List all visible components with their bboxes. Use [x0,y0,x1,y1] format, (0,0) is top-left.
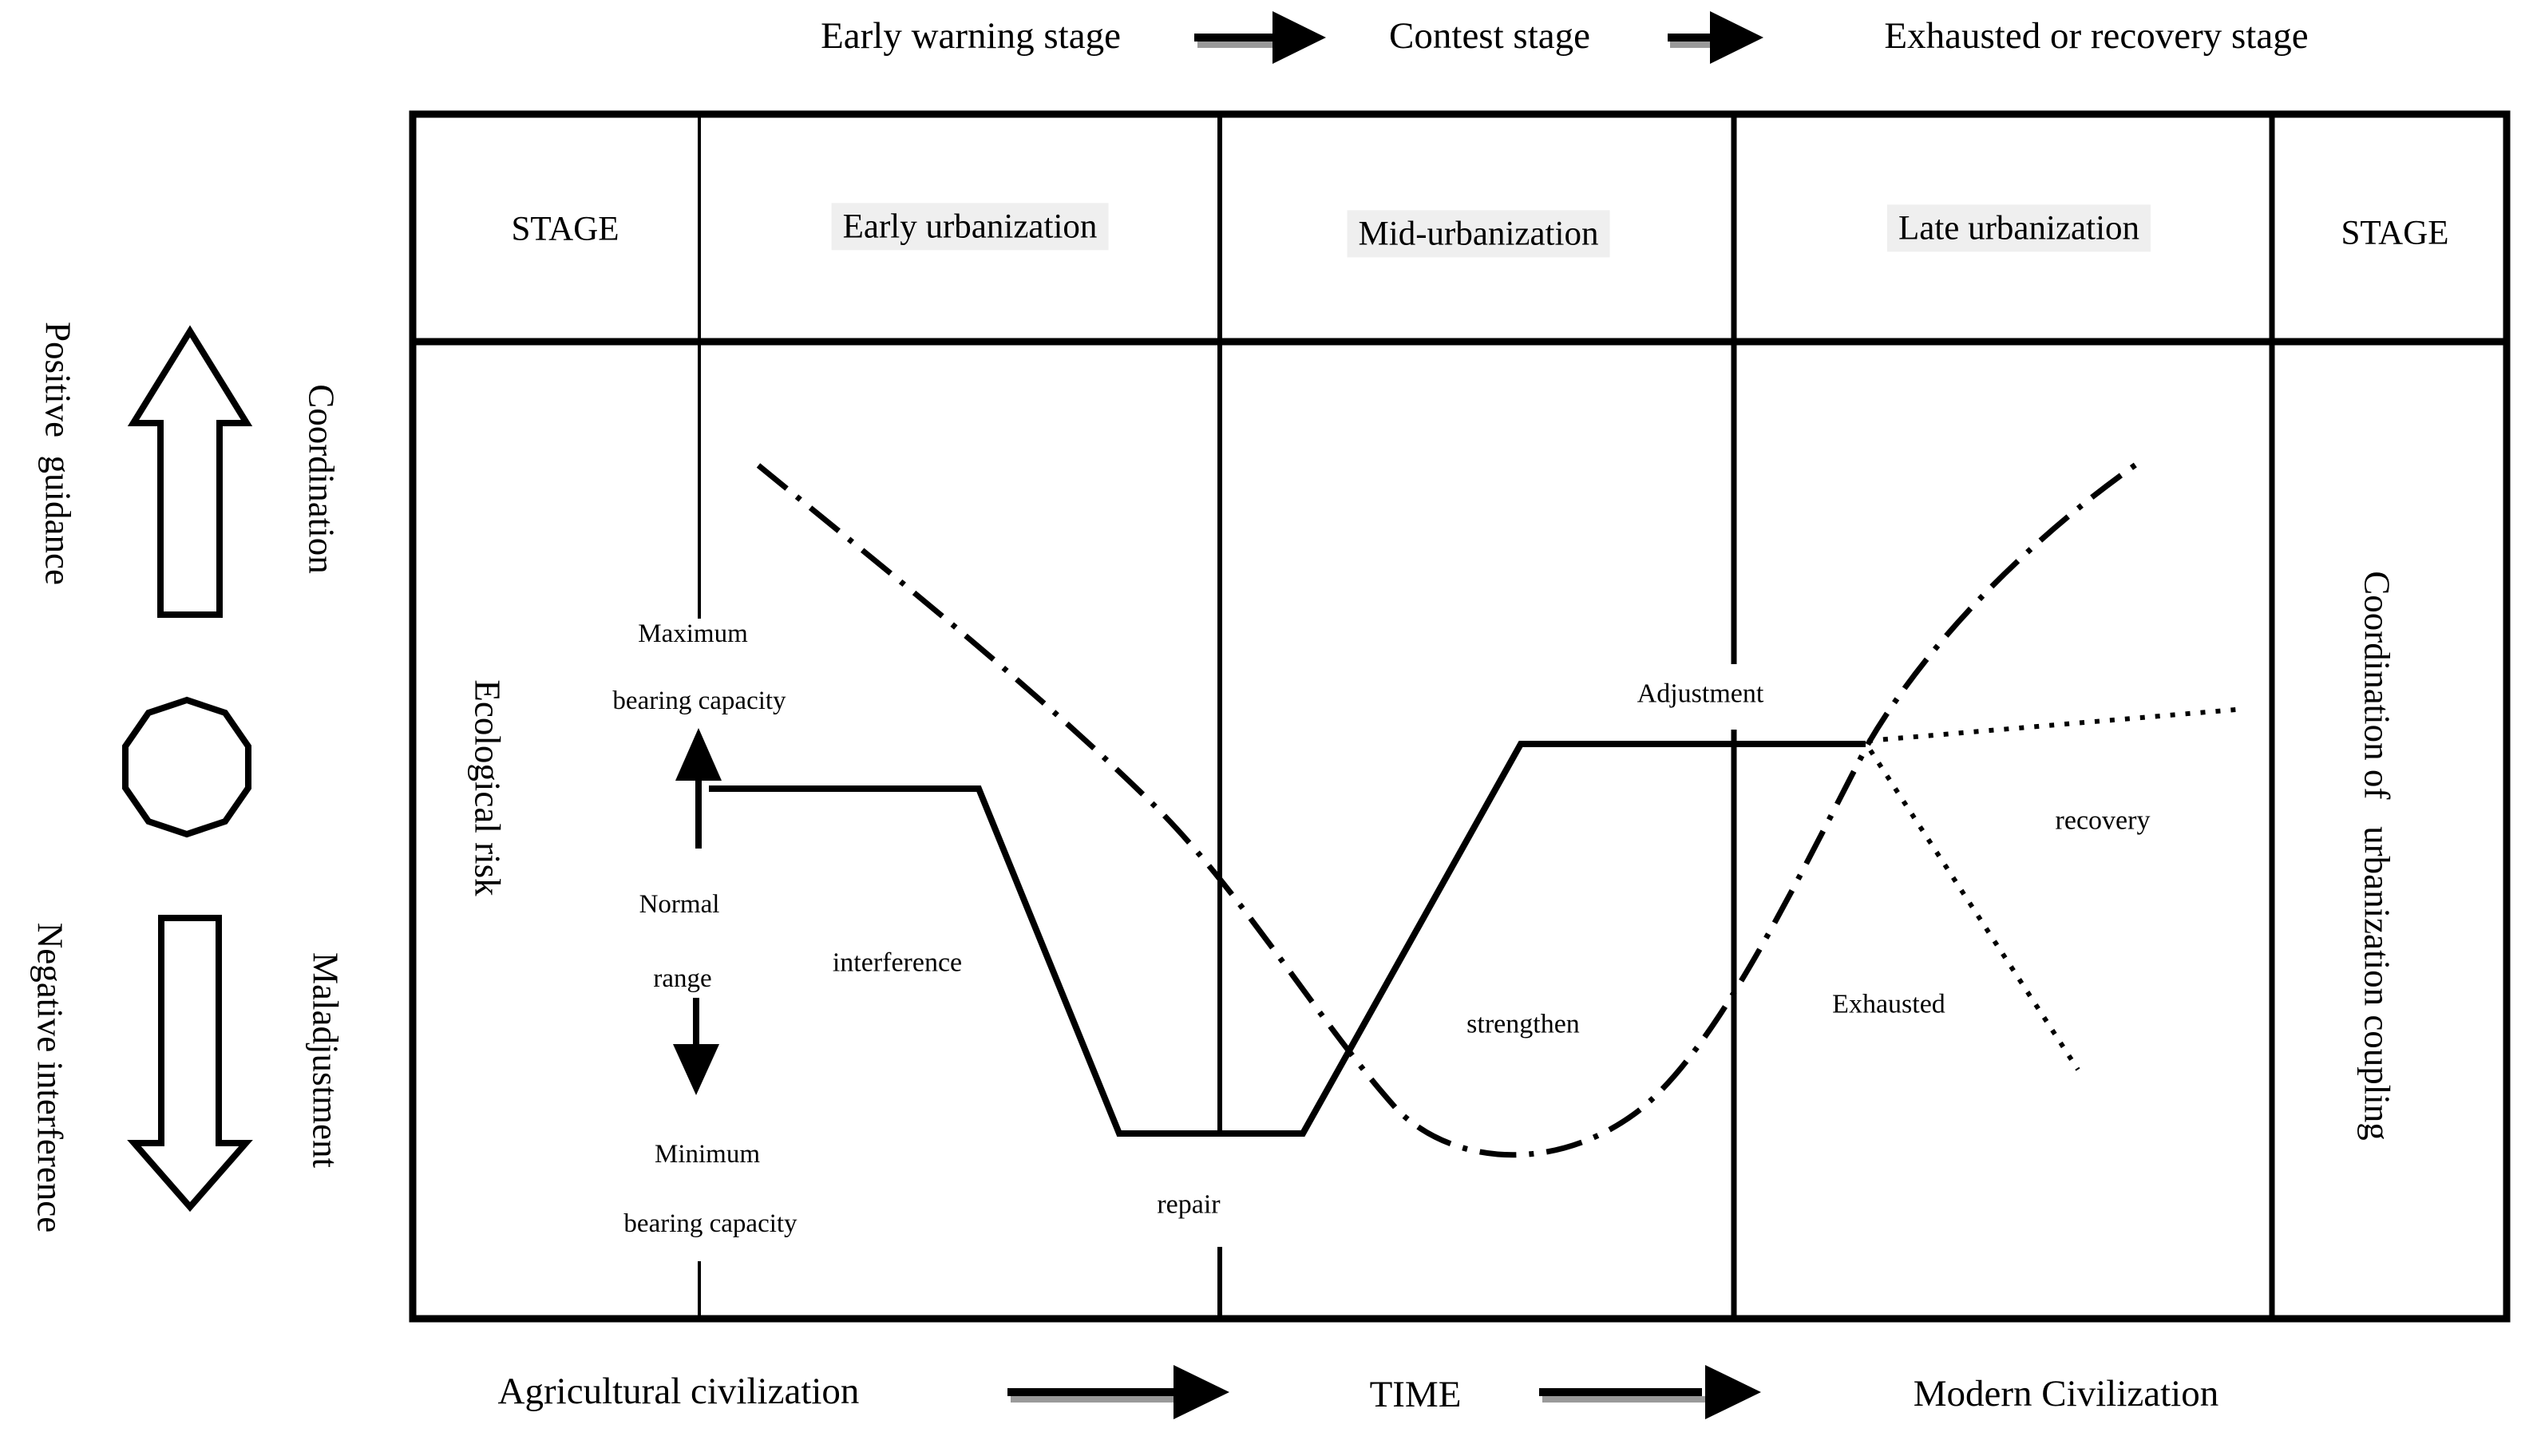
exhausted-label: Exhausted [1832,989,1945,1019]
negative-interference-down-arrow-icon [127,915,253,1213]
interference-label: interference [832,948,963,978]
header-late-urbanization: Late urbanization [1886,204,2151,252]
header-stage-right: STAGE [2341,214,2449,252]
min-capacity-arrow-icon [673,998,719,1095]
bottom-flow-arrow-2-icon [1539,1365,1761,1419]
normal-label: Normal [639,889,720,919]
adjustment-label: Adjustment [1637,679,1764,709]
minimum-bearing-capacity-label: bearing capacity [623,1209,798,1238]
strengthen-label: strengthen [1466,1009,1580,1039]
repair-label: repair [1157,1189,1221,1220]
max-capacity-arrow-icon [675,728,722,849]
bottom-flow-time: TIME [1369,1374,1462,1416]
exhausted-dotted-line [1868,749,2080,1071]
top-flow-contest: Contest stage [1389,15,1590,57]
top-flow-arrow-2-icon [1668,11,1763,64]
coupling-dashdot-curve [756,456,2147,1158]
recovery-dotted-line [1867,706,2246,743]
table-frame [409,110,2511,1323]
header-early-urbanization: Early urbanization [831,203,1109,251]
positive-guidance-up-arrow-icon [127,325,253,618]
top-flow-arrow-1-icon [1194,11,1326,64]
maladjustment-label: Maladjustment [305,952,346,1168]
bottom-flow-arrow-1-icon [1007,1365,1229,1419]
maximum-label: Maximum [638,619,748,648]
header-mid-urbanization: Mid-urbanization [1347,210,1610,258]
recovery-label: recovery [2055,805,2151,836]
range-label: range [653,963,712,993]
bottom-flow-modern: Modern Civilization [1913,1373,2219,1415]
coordination-label: Coordination [301,384,342,574]
maximum-bearing-capacity-label: bearing capacity [612,686,786,715]
risk-threshold-curve [709,741,1866,1137]
top-flow-exhausted-recovery: Exhausted or recovery stage [1884,15,2309,57]
bottom-flow-agricultural: Agricultural civilization [497,1371,860,1413]
minimum-label: Minimum [654,1139,761,1169]
ecological-risk-label: Ecological risk [467,679,508,896]
positive-guidance-label: Positive guidance [38,322,78,585]
negative-interference-label: Negative interference [30,922,70,1233]
balance-decagon-icon [122,696,251,838]
header-stage-left: STAGE [511,210,619,248]
top-flow-early-warning: Early warning stage [821,15,1121,57]
urbanization-coupling-label: Coordination of urbanization coupling [2357,571,2397,1141]
